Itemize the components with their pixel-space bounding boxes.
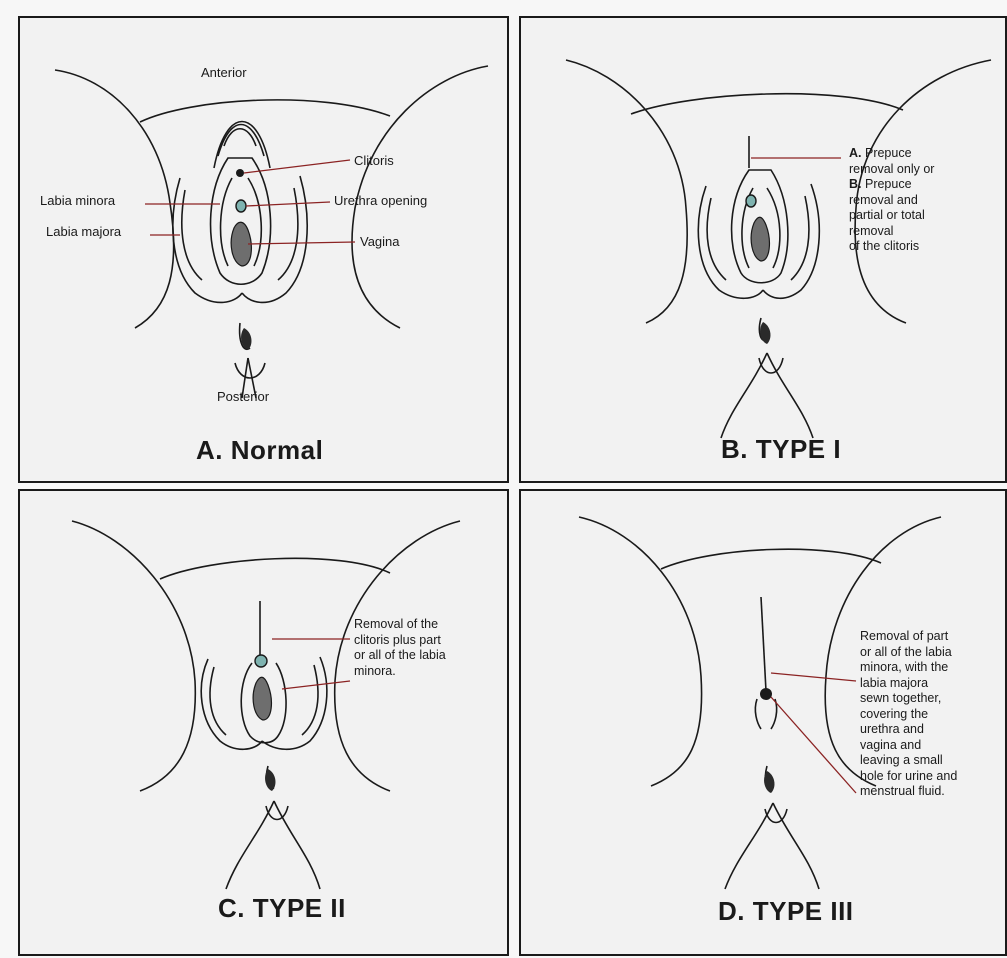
panel-d-title: D. TYPE III — [718, 896, 854, 927]
panel-type-2: Removal of the clitoris plus part or all… — [18, 489, 509, 956]
vagina-leader — [248, 242, 355, 244]
labia-majora-label: Labia majora — [46, 224, 121, 239]
vagina-label: Vagina — [360, 234, 400, 249]
note-a-text-1: Prepuce — [865, 146, 912, 160]
small-hole-leader — [771, 697, 856, 793]
note-b-line: removal and — [849, 193, 1004, 209]
anterior-label: Anterior — [201, 65, 247, 80]
note-b-line: of the clitoris — [849, 239, 1004, 255]
clitoris-leader — [244, 160, 350, 173]
labia-sewn-leader — [771, 673, 856, 681]
labia-minora-removal-leader — [282, 681, 350, 689]
note-line: minora. — [354, 664, 504, 680]
urethra-opening-label: Urethra opening — [334, 193, 427, 208]
labia-minora-label: Labia minora — [40, 193, 115, 208]
note-line: minora, with the — [860, 660, 1005, 676]
type-3-note: Removal of part or all of the labia mino… — [860, 629, 1005, 800]
note-line: or all of the labia — [860, 645, 1005, 661]
note-a-marker: A. — [849, 146, 862, 160]
note-line: sewn together, — [860, 691, 1005, 707]
note-line: labia majora — [860, 676, 1005, 692]
note-line: or all of the labia — [354, 648, 504, 664]
note-line: vagina and — [860, 738, 1005, 754]
note-b-line: removal — [849, 224, 1004, 240]
panel-normal: Anterior Clitoris Labia minora Urethra o… — [18, 16, 509, 483]
note-b-marker: B. — [849, 177, 862, 191]
panel-type-1: A. Prepuce removal only or B. Prepuce re… — [519, 16, 1007, 483]
posterior-label: Posterior — [217, 389, 269, 404]
normal-anatomy-drawing — [20, 18, 511, 485]
panel-b-title: B. TYPE I — [721, 434, 841, 465]
panel-a-title: A. Normal — [196, 435, 323, 466]
type-2-anatomy-drawing — [20, 491, 511, 958]
note-a-text-2: removal only or — [849, 162, 1004, 178]
type-1-note: A. Prepuce removal only or B. Prepuce re… — [849, 146, 1004, 255]
panel-type-3: Removal of part or all of the labia mino… — [519, 489, 1007, 956]
note-line: leaving a small — [860, 753, 1005, 769]
clitoris-label: Clitoris — [354, 153, 394, 168]
note-line: menstrual fluid. — [860, 784, 1005, 800]
note-line: Removal of part — [860, 629, 1005, 645]
type-2-note: Removal of the clitoris plus part or all… — [354, 617, 504, 679]
note-line: covering the — [860, 707, 1005, 723]
note-line: hole for urine and — [860, 769, 1005, 785]
note-b-line: partial or total — [849, 208, 1004, 224]
panel-c-title: C. TYPE II — [218, 893, 346, 924]
note-line: urethra and — [860, 722, 1005, 738]
note-b-text-1: Prepuce — [865, 177, 912, 191]
note-line: clitoris plus part — [354, 633, 504, 649]
note-line: Removal of the — [354, 617, 504, 633]
